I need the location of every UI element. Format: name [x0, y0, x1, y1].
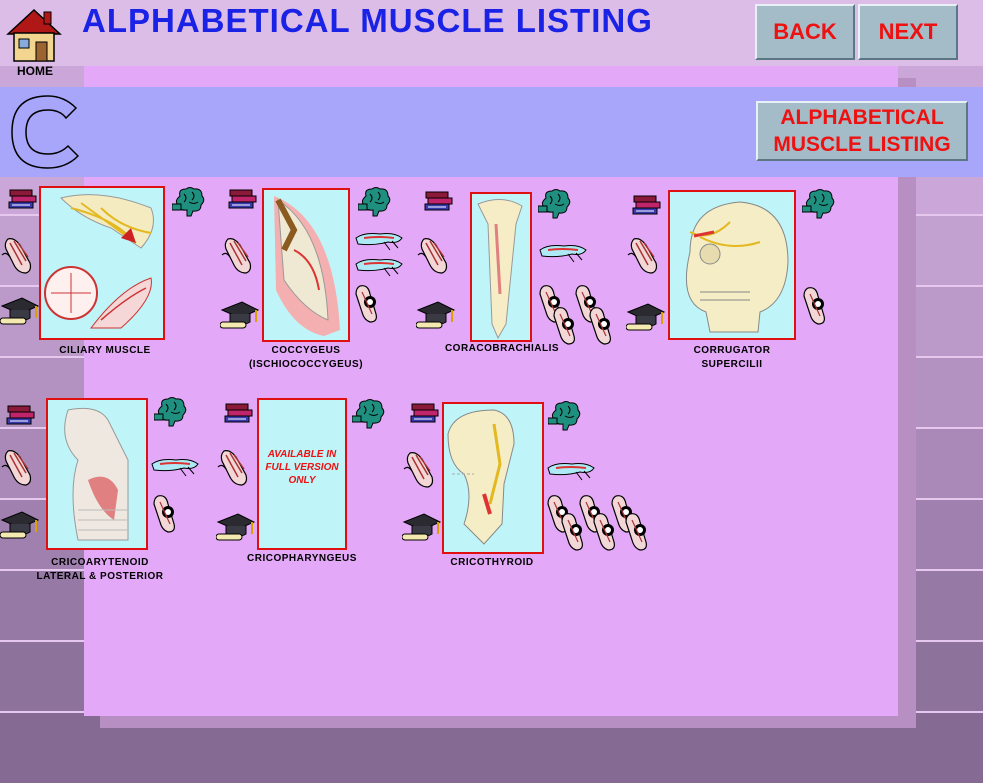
- cricoarytenoid-illustration: [48, 400, 146, 548]
- notice-line: ONLY: [288, 475, 316, 486]
- video-icon[interactable]: [624, 512, 654, 552]
- alphabetical-listing-button[interactable]: ALPHABETICAL MUSCLE LISTING: [756, 101, 968, 161]
- books-icon[interactable]: [410, 402, 440, 424]
- corrugator-illustration: [670, 192, 794, 338]
- muscle-thumbnail-coccygeus[interactable]: [262, 188, 350, 342]
- books-icon[interactable]: [224, 402, 254, 424]
- muscle-caption: COCCYGEUS (ISCHIOCOCCYGEUS): [236, 344, 376, 372]
- muscle-thumbnail-cricopharyngeus[interactable]: AVAILABLE IN FULL VERSION ONLY: [257, 398, 347, 550]
- brain-icon[interactable]: [358, 186, 392, 218]
- video-icon[interactable]: [552, 306, 582, 346]
- caption-line1: CORACOBRACHIALIS: [444, 343, 560, 354]
- listing-line2: MUSCLE LISTING: [773, 133, 951, 156]
- muscle-caption: CORRUGATOR SUPERCILII: [664, 344, 800, 372]
- ciliary-illustration: [41, 188, 163, 338]
- books-icon[interactable]: [6, 404, 36, 426]
- caption-line1: CRICOARYTENOID: [51, 557, 149, 568]
- coracobrachialis-illustration: [472, 194, 530, 340]
- muscle-thumbnail-ciliary[interactable]: [39, 186, 165, 340]
- caption-line1: CRICOPHARYNGEUS: [247, 553, 357, 564]
- arm-icon[interactable]: [354, 254, 404, 278]
- home-label: HOME: [17, 64, 53, 78]
- caption-line2: (ISCHIOCOCCYGEUS): [248, 359, 364, 370]
- hand-icon[interactable]: [220, 234, 260, 276]
- graduation-cap-icon[interactable]: [0, 510, 40, 540]
- muscle-thumbnail-corrugator-supercilii[interactable]: [668, 190, 796, 340]
- back-button[interactable]: BACK: [755, 4, 855, 60]
- books-icon[interactable]: [424, 190, 454, 212]
- home-button[interactable]: HOME: [4, 6, 64, 78]
- muscle-caption: CILIARY MUSCLE: [40, 344, 170, 358]
- graduation-cap-icon[interactable]: [220, 300, 260, 330]
- muscle-caption: CORACOBRACHIALIS: [432, 342, 572, 356]
- caption-line1: COCCYGEUS: [271, 345, 341, 356]
- brain-icon[interactable]: [802, 188, 836, 220]
- graduation-cap-icon[interactable]: [402, 512, 442, 542]
- video-icon[interactable]: [152, 494, 182, 534]
- arm-icon[interactable]: [538, 240, 588, 264]
- arm-icon[interactable]: [546, 458, 596, 482]
- caption-line2: SUPERCILII: [701, 359, 763, 370]
- caption-line1: CORRUGATOR: [693, 345, 771, 356]
- muscle-caption: CRICOARYTENOID LATERAL & POSTERIOR: [20, 556, 180, 584]
- caption-line1: CRICOTHYROID: [450, 557, 534, 568]
- cricothyroid-illustration: [444, 404, 542, 552]
- video-icon[interactable]: [588, 306, 618, 346]
- next-button[interactable]: NEXT: [858, 4, 958, 60]
- muscle-caption: CRICOPHARYNGEUS: [232, 552, 372, 566]
- brain-icon[interactable]: [172, 186, 206, 218]
- graduation-cap-icon[interactable]: [0, 296, 40, 326]
- brain-icon[interactable]: [352, 398, 386, 430]
- brain-icon[interactable]: [548, 400, 582, 432]
- arm-icon[interactable]: [150, 454, 200, 478]
- muscle-caption: CRICOTHYROID: [424, 556, 560, 570]
- page-title: ALPHABETICAL MUSCLE LISTING: [82, 2, 653, 39]
- graduation-cap-icon[interactable]: [416, 300, 456, 330]
- caption-line2: LATERAL & POSTERIOR: [36, 571, 164, 582]
- arm-icon[interactable]: [354, 228, 404, 252]
- graduation-cap-icon[interactable]: [216, 512, 256, 542]
- brain-icon[interactable]: [538, 188, 572, 220]
- hand-icon[interactable]: [0, 446, 40, 488]
- notice-line: AVAILABLE IN: [267, 449, 337, 460]
- video-icon[interactable]: [592, 512, 622, 552]
- books-icon[interactable]: [228, 188, 258, 210]
- muscle-thumbnail-coracobrachialis[interactable]: [470, 192, 532, 342]
- video-icon[interactable]: [560, 512, 590, 552]
- hand-icon[interactable]: [0, 234, 40, 276]
- caption-line1: CILIARY MUSCLE: [59, 345, 151, 356]
- hand-icon[interactable]: [626, 234, 666, 276]
- notice-line: FULL VERSION: [265, 462, 339, 473]
- video-icon[interactable]: [802, 286, 832, 326]
- hand-icon[interactable]: [416, 234, 456, 276]
- letter-c-icon: [4, 90, 88, 174]
- graduation-cap-icon[interactable]: [626, 302, 666, 332]
- muscle-thumbnail-cricoarytenoid[interactable]: [46, 398, 148, 550]
- hand-icon[interactable]: [402, 448, 442, 490]
- coccygeus-illustration: [264, 190, 348, 340]
- video-icon[interactable]: [354, 284, 384, 324]
- muscle-thumbnail-cricothyroid[interactable]: [442, 402, 544, 554]
- brain-icon[interactable]: [154, 396, 188, 428]
- books-icon[interactable]: [632, 194, 662, 216]
- hand-icon[interactable]: [216, 446, 256, 488]
- house-icon: [6, 8, 62, 62]
- unavailable-notice: AVAILABLE IN FULL VERSION ONLY: [259, 448, 345, 487]
- listing-line1: ALPHABETICAL: [780, 106, 944, 129]
- books-icon[interactable]: [8, 188, 38, 210]
